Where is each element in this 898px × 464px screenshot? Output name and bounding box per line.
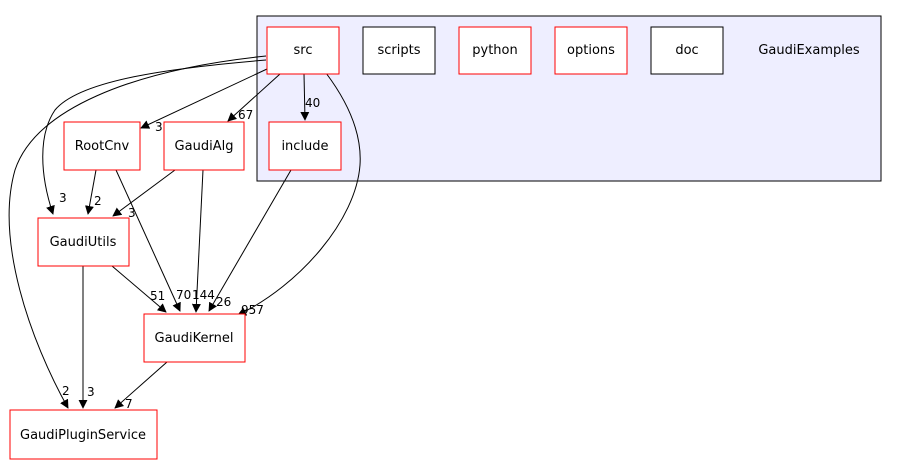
edge-line: [8, 55, 267, 409]
edge-label: 3: [59, 191, 67, 205]
node-label: GaudiUtils: [50, 235, 117, 250]
node-label: RootCnv: [75, 139, 130, 154]
edge-src-gaudipluginservice[interactable]: 2: [8, 55, 267, 409]
node-include[interactable]: include: [268, 121, 342, 171]
edge-gaudialg-gaudiutils[interactable]: 3: [112, 169, 176, 220]
edge-label: 40: [305, 96, 320, 110]
edge-line: [112, 169, 176, 217]
node-box: [9, 409, 158, 460]
node-rootcnv[interactable]: RootCnv: [63, 121, 141, 171]
node-label: include: [281, 139, 328, 154]
edge-label: 51: [150, 289, 165, 303]
node-label: doc: [675, 43, 698, 58]
node-label: options: [567, 43, 615, 58]
node-box: [143, 313, 246, 363]
edge-line: [85, 169, 97, 215]
edge-label: 26: [216, 295, 231, 309]
node-label: GaudiPluginService: [20, 428, 146, 443]
edge-src-include[interactable]: 40: [300, 73, 320, 121]
edge-gaudiutils-gaudikernel[interactable]: 51: [111, 265, 167, 313]
node-box: [458, 26, 532, 75]
edge-line: [208, 169, 292, 312]
node-gaudialg[interactable]: GaudiAlg: [163, 121, 245, 171]
edge-line: [111, 265, 167, 313]
edge-label: 67: [238, 108, 253, 122]
edge-label: 144: [192, 288, 215, 302]
edge-label: 7: [125, 397, 133, 411]
node-box: [37, 217, 130, 267]
edge-label: 3: [87, 385, 95, 399]
node-box: [268, 121, 342, 171]
edge-label: 3: [155, 120, 163, 134]
edge-line: [42, 59, 267, 215]
node-scripts[interactable]: scripts: [362, 26, 436, 75]
edge-label: 957: [241, 303, 264, 317]
node-box: [650, 26, 724, 75]
edges: 957 67 3 40 3 2 2: [8, 55, 361, 411]
node-python[interactable]: python: [458, 26, 532, 75]
node-gaudiutils[interactable]: GaudiUtils: [37, 217, 130, 267]
node-box: [63, 121, 141, 171]
node-gaudipluginservice[interactable]: GaudiPluginService: [9, 409, 158, 460]
node-label: GaudiAlg: [175, 139, 234, 154]
node-box: [554, 26, 628, 75]
edge-label: 70: [176, 288, 191, 302]
edge-src-gaudialg[interactable]: 67: [227, 73, 281, 122]
edge-src-rootcnv[interactable]: 3: [140, 68, 268, 134]
node-label: scripts: [378, 43, 421, 58]
node-options[interactable]: options: [554, 26, 628, 75]
edge-line: [114, 361, 168, 409]
edge-line: [115, 169, 181, 312]
node-label: GaudiKernel: [155, 331, 234, 346]
node-src[interactable]: src: [266, 26, 340, 75]
edge-rootcnv-gaudiutils[interactable]: 2: [85, 169, 102, 215]
edge-src-gaudiutils[interactable]: 3: [42, 59, 267, 215]
edge-rootcnv-gaudikernel[interactable]: 70: [115, 169, 191, 312]
edge-include-gaudikernel[interactable]: 26: [208, 169, 292, 312]
edge-label: 3: [128, 206, 136, 220]
edge-src-gaudikernel[interactable]: 957: [237, 72, 361, 317]
nodes: src scripts python options doc include R…: [9, 26, 724, 460]
cluster-title: GaudiExamples: [758, 43, 860, 58]
edge-gaudiutils-gaudipluginservice[interactable]: 3: [78, 266, 95, 409]
edge-line: [227, 73, 281, 122]
edge-gaudikernel-gaudipluginservice[interactable]: 7: [114, 361, 168, 411]
edge-line: [140, 68, 268, 129]
node-label: src: [294, 43, 313, 58]
node-gaudikernel[interactable]: GaudiKernel: [143, 313, 246, 363]
edge-label: 2: [94, 194, 102, 208]
node-box: [266, 26, 340, 75]
edge-gaudialg-gaudikernel[interactable]: 144: [191, 169, 215, 313]
node-box: [163, 121, 245, 171]
node-doc[interactable]: doc: [650, 26, 724, 75]
edge-label: 2: [62, 384, 70, 398]
node-label: python: [472, 43, 517, 58]
edge-line: [191, 169, 204, 313]
edge-line: [237, 72, 361, 316]
edge-line: [300, 73, 310, 121]
node-box: [362, 26, 436, 75]
